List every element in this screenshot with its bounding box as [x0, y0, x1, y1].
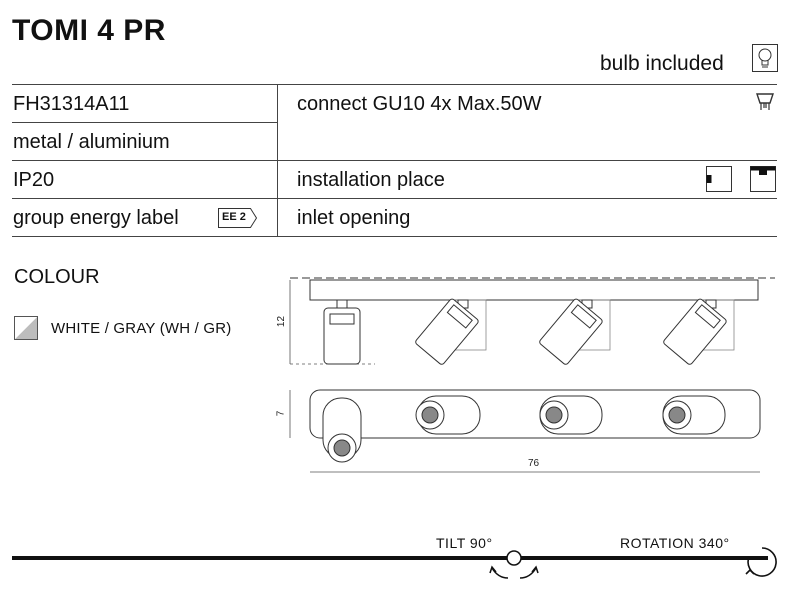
table-divider [12, 198, 777, 199]
bulb-included-label: bulb included [600, 52, 724, 75]
table-divider [12, 160, 777, 161]
length-dimension: 76 [528, 458, 540, 469]
colour-heading: COLOUR [14, 266, 100, 288]
rotation-label: ROTATION 340° [620, 535, 730, 551]
spot-tilted-2 [539, 298, 611, 365]
track-bar-side [309, 279, 759, 301]
product-title: TOMI 4 PR [12, 14, 166, 47]
table-top-border [12, 84, 777, 85]
spot-tilted-3 [663, 298, 735, 365]
energy-badge-text: EE 2 [222, 211, 246, 223]
spot-top-2 [415, 395, 481, 435]
gu10-bulb-icon [756, 93, 774, 110]
ip-rating: IP20 [13, 169, 55, 191]
height-dimension: 12 [276, 315, 288, 328]
rotation-icon [745, 547, 777, 577]
table-column-divider [277, 84, 278, 236]
product-code: FH31314A11 [13, 93, 130, 115]
spot-vertical [323, 307, 361, 365]
baseline-bar [12, 556, 768, 560]
energy-class-badge: EE 2 [218, 208, 258, 228]
lightbulb-icon [752, 44, 778, 72]
table-divider [12, 122, 277, 123]
technical-drawing [289, 277, 775, 473]
material: metal / aluminium [13, 131, 170, 153]
depth-dimension: 7 [275, 410, 287, 417]
spot-top-1 [322, 397, 362, 463]
tilt-label: TILT 90° [436, 535, 493, 551]
colour-option-label: WHITE / GRAY (WH / GR) [51, 320, 232, 337]
energy-label-heading: group energy label [13, 207, 179, 229]
spot-tilted-1 [415, 298, 487, 365]
colour-swatch-white-gray [14, 316, 38, 340]
tilt-icon [489, 550, 539, 579]
spot-top-4 [662, 395, 726, 435]
installation-place-label: installation place [297, 169, 445, 191]
connection-spec: connect GU10 4x Max.50W [297, 93, 542, 115]
spot-top-3 [539, 395, 603, 435]
installation-place-icons [706, 166, 776, 192]
table-bottom-border [12, 236, 777, 237]
inlet-opening-label: inlet opening [297, 207, 411, 229]
energy-badge-shape [218, 208, 258, 228]
